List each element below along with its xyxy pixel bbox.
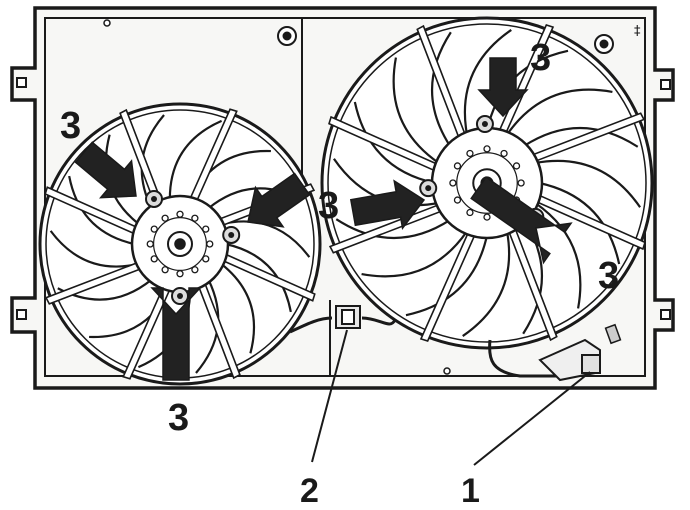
hub-vent-hole — [191, 214, 199, 222]
fan-blade — [361, 230, 468, 278]
fan-blade — [523, 126, 639, 148]
connector-left — [335, 305, 361, 329]
mounting-bolt-head — [425, 185, 432, 192]
hub-vent-hole — [146, 240, 154, 248]
harness-wire — [361, 316, 397, 326]
hub-vent-hole — [161, 266, 169, 274]
bolt-arrow — [150, 287, 202, 381]
hub-vent-hole — [500, 149, 508, 158]
fan-hub-ring — [456, 152, 518, 214]
hub-vent-hole — [512, 162, 521, 170]
frame-grommet — [594, 34, 614, 54]
fan-blade — [535, 159, 641, 208]
mounting-bolt-head — [177, 293, 183, 299]
fan-blade — [462, 231, 511, 337]
callout-bolt-label: 3 — [598, 255, 619, 297]
bolt-arrow — [477, 57, 529, 118]
hub-vent-hole — [517, 179, 525, 187]
hub-vent-hole — [466, 208, 474, 217]
hub-vent-hole — [161, 214, 169, 222]
fan-blade — [335, 218, 451, 240]
callout-bolt-label: 3 — [60, 105, 81, 147]
mounting-bolt-head — [151, 195, 157, 202]
fan-blade — [353, 101, 435, 185]
callout-bolt-label: 3 — [168, 397, 189, 439]
fan-blade — [539, 181, 621, 265]
frame-grommet — [277, 26, 297, 46]
hub-vent-hole — [449, 179, 457, 187]
hub-vent-hole — [150, 255, 158, 263]
fan-blade — [430, 31, 452, 147]
mounting-bolt-head — [481, 121, 488, 128]
bolt-arrows — [74, 57, 573, 381]
bolt-arrow — [470, 176, 573, 265]
leader-line-1 — [473, 371, 591, 466]
fan-shaft-nut — [174, 238, 186, 250]
hub-vent-hole — [206, 240, 214, 248]
bolt-arrow — [247, 172, 311, 228]
hub-vent-hole — [202, 255, 210, 263]
mount-hole — [16, 77, 27, 88]
mount-hole — [660, 79, 671, 90]
frame-rivet — [103, 19, 111, 27]
fan-blade — [220, 262, 256, 354]
hub-vent-hole — [483, 145, 491, 153]
harness-wire — [488, 339, 578, 378]
mounting-bolt-head — [228, 231, 235, 238]
fan-blade — [168, 119, 223, 200]
hub-vent-hole — [191, 266, 199, 274]
frame-rivet — [443, 367, 451, 375]
mount-hole — [660, 309, 671, 320]
leader-lines — [311, 329, 591, 466]
fan-ring-inner — [327, 23, 647, 343]
hub-vent-hole — [202, 225, 210, 233]
callout-connector-left-label: 2 — [300, 472, 319, 510]
hub-vent-hole — [176, 210, 184, 218]
connector-right — [538, 338, 601, 382]
mount-hole — [16, 309, 27, 320]
fan-blade — [68, 175, 135, 246]
bolt-arrow — [74, 141, 137, 199]
fan-blade — [463, 29, 512, 135]
hub-vent-hole — [466, 149, 474, 158]
fan-blade — [506, 88, 613, 136]
wire-clip — [604, 323, 622, 345]
wiring-harness — [289, 305, 601, 382]
callout-labels: 3 3 3 3 3 1 2 — [60, 37, 619, 510]
hub-vent-hole — [453, 196, 462, 204]
fan-blade — [405, 235, 489, 317]
callout-bolt-label: 3 — [530, 37, 551, 79]
fan-blade — [534, 202, 582, 309]
bolt-arrow — [349, 179, 426, 230]
hub-vent-hole — [150, 225, 158, 233]
frame-marker-glyph: ‡ — [634, 24, 641, 39]
fan-blade — [225, 242, 292, 313]
hub-vent-hole — [176, 270, 184, 278]
hub-vent-hole — [453, 162, 462, 170]
callout-connector-right-label: 1 — [461, 472, 480, 510]
harness-wire — [289, 316, 333, 334]
fan-blade — [392, 57, 440, 164]
callout-bolt-label: 3 — [318, 185, 339, 227]
hub-vent-hole — [483, 213, 491, 221]
leader-line-2 — [311, 329, 348, 463]
